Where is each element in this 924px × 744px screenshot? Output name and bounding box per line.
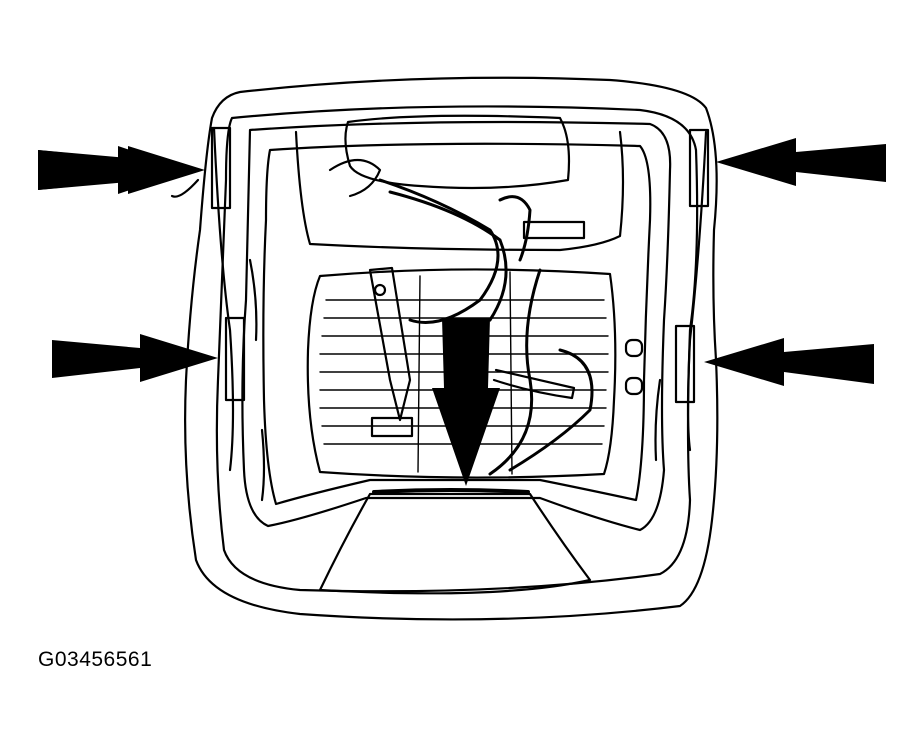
upper-left-clip bbox=[210, 126, 232, 210]
cushion-outer-outline bbox=[184, 76, 719, 621]
cushion-inner-outline bbox=[215, 105, 699, 593]
right-side-rail bbox=[686, 130, 708, 452]
lower-right-clip-arrow bbox=[704, 338, 874, 386]
left-side-rail bbox=[212, 126, 235, 472]
lower-right-clip bbox=[674, 324, 696, 404]
frame-inner-ring bbox=[262, 142, 652, 506]
upper-right-clip bbox=[688, 128, 710, 208]
harness-connector-bottom bbox=[370, 416, 414, 438]
upper-right-clip-arrow bbox=[716, 138, 886, 186]
seat-frame bbox=[241, 120, 672, 532]
figure-id-label: G03456561 bbox=[38, 648, 153, 671]
front-skirt bbox=[318, 492, 592, 595]
center-removal-arrow bbox=[432, 318, 500, 486]
harness-connector-top bbox=[522, 220, 586, 240]
lower-left-clip bbox=[224, 316, 246, 402]
lower-left-clip-arrow bbox=[52, 334, 218, 382]
top-pocket bbox=[344, 114, 571, 190]
upper-left-clip-arrow bbox=[38, 146, 205, 194]
